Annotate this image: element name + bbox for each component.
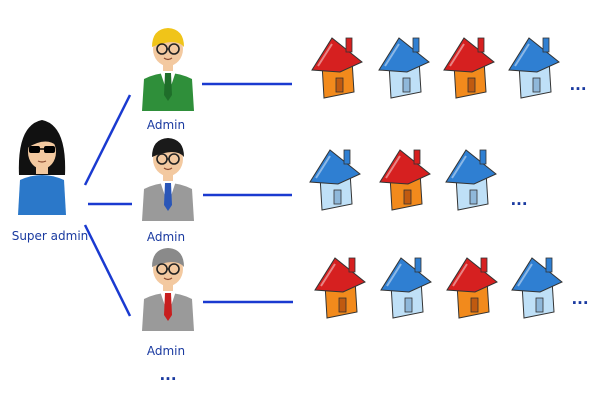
house-icon-row1-3: [443, 37, 495, 99]
connector-lines: [83, 82, 293, 317]
house-icon-row2-2: [379, 149, 431, 211]
admin-icon-2: [142, 138, 194, 221]
house-icon-row3-3: [446, 257, 498, 319]
house-icon-row1-4: [508, 37, 560, 99]
more-houses-ellipsis-1: ...: [569, 76, 586, 94]
house-icon-row3-4: [511, 257, 563, 319]
super-admin-label: Super admin: [12, 229, 89, 243]
house-icon-row3-1: [314, 257, 366, 319]
line-super-to-admin-1: [83, 94, 132, 186]
more-houses-ellipsis-3: ...: [571, 290, 588, 308]
admin-label-3: Admin: [147, 344, 185, 358]
admin-icon-3: [142, 248, 194, 331]
more-houses-ellipsis-2: ...: [510, 191, 527, 209]
house-icon-row2-3: [445, 149, 497, 211]
admin-icon-1: [142, 28, 194, 111]
house-icon-row1-2: [378, 37, 430, 99]
admin-label-2: Admin: [147, 230, 185, 244]
more-admins-ellipsis: ...: [159, 366, 176, 384]
line-super-to-admin-3: [83, 224, 132, 317]
admin-icons: [142, 28, 194, 331]
house-icon-row1-1: [311, 37, 363, 99]
admin-label-1: Admin: [147, 118, 185, 132]
house-icon-row3-2: [380, 257, 432, 319]
super-admin-icon: [18, 120, 66, 215]
house-icons: [309, 37, 563, 319]
house-icon-row2-1: [309, 149, 361, 211]
